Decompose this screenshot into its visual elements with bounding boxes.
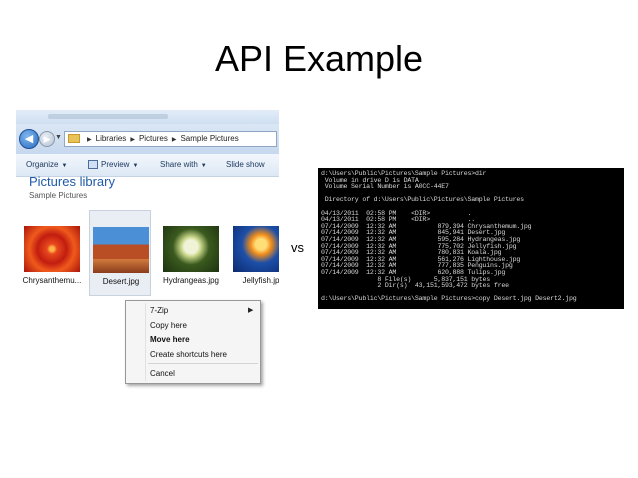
file-item-desert[interactable]: Desert.jpg bbox=[89, 210, 151, 296]
console-line: 07/14/2009 12:32 AM 780,831 Koala.jpg bbox=[321, 249, 502, 257]
file-item-chrysanthemum[interactable]: Chrysanthemu... bbox=[21, 210, 83, 296]
share-with-label: Share with bbox=[160, 160, 198, 169]
slide-title: API Example bbox=[214, 38, 424, 79]
console-line: Directory of d:\Users\Public\Pictures\Sa… bbox=[321, 196, 524, 204]
preview-button[interactable]: Preview▼ bbox=[88, 160, 139, 170]
window-title-blurred bbox=[48, 114, 168, 119]
breadcrumb[interactable]: ▶Libraries▶Pictures▶Sample Pictures bbox=[64, 131, 277, 147]
desert-thumbnail bbox=[93, 227, 149, 273]
breadcrumb-libraries[interactable]: Libraries bbox=[95, 134, 127, 143]
window-titlebar bbox=[16, 110, 279, 124]
file-name: Jellyfish.jp bbox=[242, 276, 279, 285]
organize-label: Organize bbox=[26, 160, 59, 169]
library-title: Pictures library bbox=[29, 174, 115, 189]
breadcrumb-pictures[interactable]: Pictures bbox=[138, 134, 168, 143]
vs-label: vs bbox=[291, 240, 304, 255]
forward-arrow-icon[interactable]: ▶ bbox=[39, 131, 55, 147]
console-line: 04/13/2011 02:58 PM <DIR> . bbox=[321, 209, 472, 217]
console-line: 07/14/2009 12:32 AM 845,941 Desert.jpg bbox=[321, 229, 506, 237]
menu-item-create-shortcuts[interactable]: Create shortcuts here bbox=[150, 350, 227, 359]
chrysanthemum-thumbnail bbox=[24, 226, 80, 272]
folder-icon bbox=[68, 134, 80, 144]
menu-item-cancel[interactable]: Cancel bbox=[150, 369, 175, 378]
file-item-hydrangeas[interactable]: Hydrangeas.jpg bbox=[160, 210, 222, 296]
breadcrumb-sample-pictures[interactable]: Sample Pictures bbox=[180, 134, 239, 143]
command-prompt-window[interactable]: d:\Users\Public\Pictures\Sample Pictures… bbox=[318, 168, 624, 309]
console-line: 2 Dir(s) 43,151,593,472 bytes free bbox=[321, 282, 509, 290]
console-line: 8 File(s) 5,837,151 bytes bbox=[321, 275, 491, 283]
chevron-down-icon: ▼ bbox=[132, 163, 139, 169]
console-line: d:\Users\Public\Pictures\Sample Pictures… bbox=[321, 295, 577, 303]
back-arrow-icon[interactable]: ◀ bbox=[19, 129, 39, 149]
breadcrumb-arrow-icon[interactable]: ▶ bbox=[87, 137, 92, 143]
console-line: Volume Serial Number is A0CC-44E7 bbox=[321, 183, 449, 191]
slide-show-label: Slide show bbox=[226, 160, 265, 169]
library-subtitle: Sample Pictures bbox=[29, 191, 88, 200]
menu-item-7zip[interactable]: 7-Zip bbox=[150, 306, 169, 315]
file-name: Hydrangeas.jpg bbox=[162, 276, 220, 285]
menu-item-copy-here[interactable]: Copy here bbox=[150, 321, 187, 330]
breadcrumb-arrow-icon[interactable]: ▶ bbox=[130, 137, 135, 143]
command-bar: Organize▼ Preview▼ Share with▼ Slide sho… bbox=[16, 154, 279, 177]
hydrangeas-thumbnail bbox=[163, 226, 219, 272]
console-line: 07/14/2009 12:32 AM 561,276 Lighthouse.j… bbox=[321, 255, 521, 263]
console-line: 07/14/2009 12:32 AM 775,702 Jellyfish.jp… bbox=[321, 242, 517, 250]
explorer-window: ◀ ▶ ▼ ▶Libraries▶Pictures▶Sample Picture… bbox=[16, 110, 279, 310]
jellyfish-thumbnail bbox=[233, 226, 279, 272]
breadcrumb-arrow-icon[interactable]: ▶ bbox=[171, 137, 177, 143]
menu-icon-gutter bbox=[145, 303, 146, 381]
console-line: 07/14/2009 12:32 AM 777,835 Penguins.jpg bbox=[321, 262, 513, 270]
console-output: d:\Users\Public\Pictures\Sample Pictures… bbox=[321, 170, 577, 303]
submenu-arrow-icon: ▶ bbox=[248, 307, 254, 314]
file-item-jellyfish[interactable]: Jellyfish.jp bbox=[230, 210, 279, 296]
chevron-down-icon: ▼ bbox=[61, 163, 68, 169]
menu-separator bbox=[148, 363, 258, 364]
chevron-down-icon: ▼ bbox=[200, 163, 207, 169]
slide-show-button[interactable]: Slide show bbox=[226, 160, 265, 169]
console-line: 07/14/2009 12:32 AM 879,394 Chrysanthemu… bbox=[321, 222, 532, 230]
console-line: 07/14/2009 12:32 AM 595,284 Hydrangeas.j… bbox=[321, 235, 521, 243]
console-line: 07/14/2009 12:32 AM 620,888 Tulips.jpg bbox=[321, 268, 506, 276]
context-menu: 7-Zip ▶ Copy here Move here Create short… bbox=[125, 300, 261, 384]
file-name: Desert.jpg bbox=[102, 277, 140, 286]
preview-label: Preview bbox=[101, 160, 130, 169]
recent-pages-dropdown-icon[interactable]: ▼ bbox=[55, 134, 62, 141]
address-bar-area: ◀ ▶ ▼ ▶Libraries▶Pictures▶Sample Picture… bbox=[16, 124, 279, 154]
menu-item-move-here[interactable]: Move here bbox=[150, 335, 190, 344]
file-name: Chrysanthemu... bbox=[22, 276, 82, 285]
console-line: 04/13/2011 02:58 PM <DIR> .. bbox=[321, 216, 476, 224]
share-with-button[interactable]: Share with▼ bbox=[160, 160, 207, 169]
organize-button[interactable]: Organize▼ bbox=[26, 160, 67, 169]
preview-icon bbox=[88, 160, 98, 170]
console-line: Volume in drive D is DATA bbox=[321, 176, 419, 184]
console-line: d:\Users\Public\Pictures\Sample Pictures… bbox=[321, 170, 487, 177]
